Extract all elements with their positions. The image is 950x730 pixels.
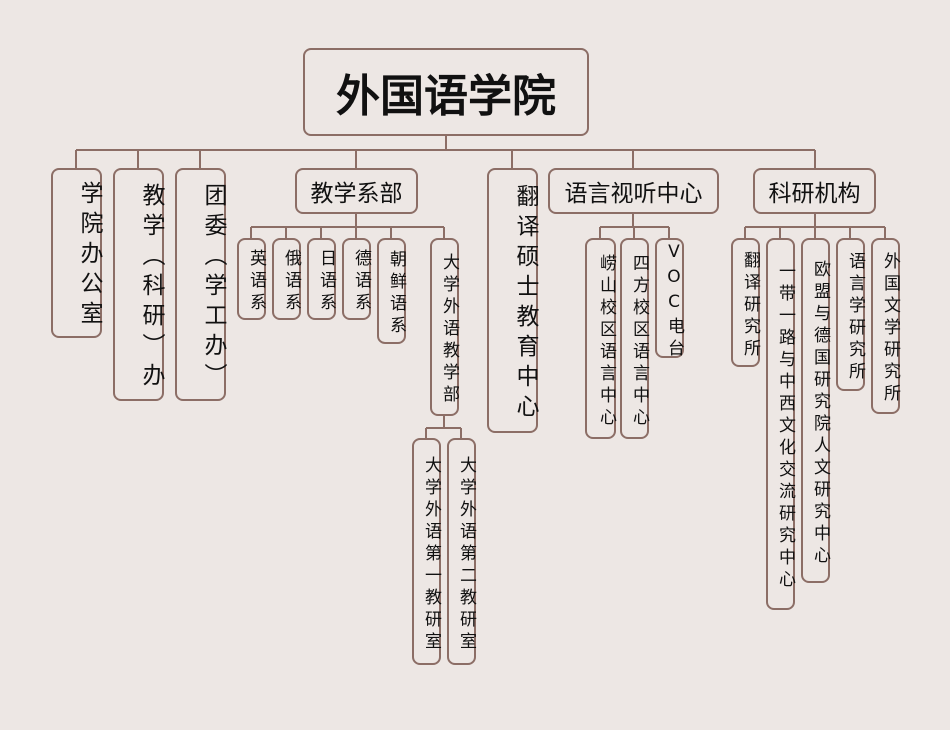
node-mti-center[interactable]: 翻译硕士教育中心: [487, 168, 538, 433]
node-research[interactable]: 科研机构: [753, 168, 876, 214]
node-sifang-language-center[interactable]: 四方校区语言中心: [620, 238, 649, 439]
node-japanese-dept[interactable]: 日语系: [307, 238, 336, 320]
node-av-center[interactable]: 语言视听中心: [548, 168, 719, 214]
node-german-dept[interactable]: 德语系: [342, 238, 371, 320]
node-departments[interactable]: 教学系部: [295, 168, 418, 214]
node-college-english-section-2[interactable]: 大学外语第二教研室: [447, 438, 476, 665]
node-linguistics-institute[interactable]: 语言学研究所: [836, 238, 865, 391]
node-laoshan-language-center[interactable]: 崂山校区语言中心: [585, 238, 616, 439]
node-eu-germany-institute[interactable]: 欧盟与德国研究院人文研究中心: [801, 238, 830, 583]
node-foreign-literature-institute[interactable]: 外国文学研究所: [871, 238, 900, 414]
node-teaching-office[interactable]: 教学（科研）办: [113, 168, 164, 401]
node-english-dept[interactable]: 英语系: [237, 238, 266, 320]
node-russian-dept[interactable]: 俄语系: [272, 238, 301, 320]
node-college-english-dept[interactable]: 大学外语教学部: [430, 238, 459, 416]
node-youth-league[interactable]: 团委（学工办）: [175, 168, 226, 401]
node-translation-institute[interactable]: 翻译研究所: [731, 238, 760, 367]
node-voc-radio[interactable]: VOC电台: [655, 238, 684, 361]
node-belt-road-center[interactable]: 一带一路与中西文化交流研究中心: [766, 238, 795, 610]
node-office[interactable]: 学院办公室: [51, 168, 102, 338]
node-root[interactable]: 外国语学院: [303, 48, 589, 136]
node-korean-dept[interactable]: 朝鲜语系: [377, 238, 406, 344]
node-college-english-section-1[interactable]: 大学外语第一教研室: [412, 438, 441, 665]
